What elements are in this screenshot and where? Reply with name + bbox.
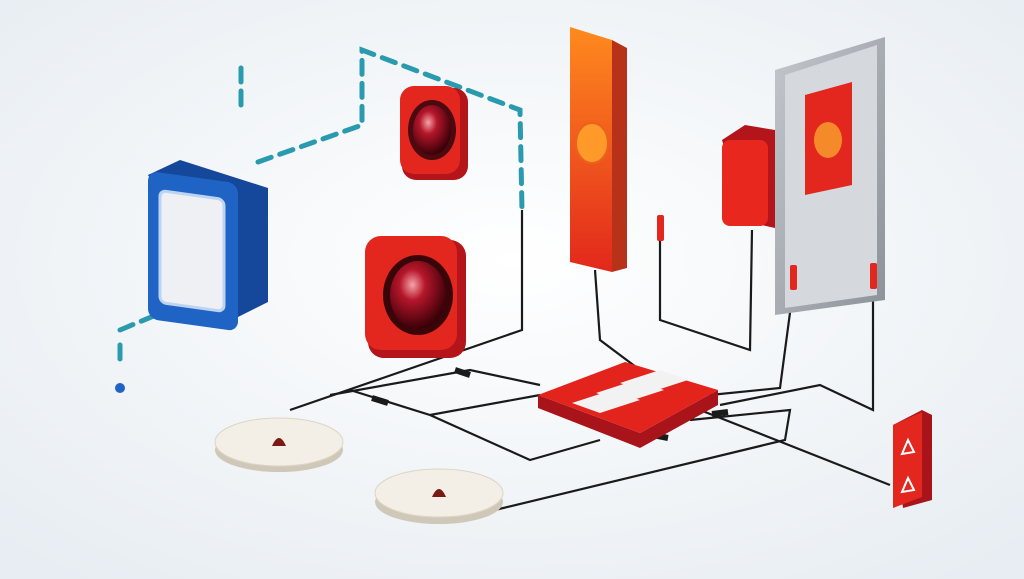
connection-dot	[115, 383, 125, 393]
smoke-detector-left	[214, 417, 344, 472]
smoke-detector-right	[374, 468, 504, 524]
grey-wall-panel	[775, 37, 885, 315]
warning-triangle-box	[893, 410, 932, 508]
blue-wall-device	[148, 160, 268, 331]
flame-icon	[272, 438, 286, 446]
flame-icon	[432, 489, 446, 497]
warning-triangle-icon	[900, 437, 916, 456]
red-alarm-beacon-top	[400, 86, 468, 180]
red-siren-box	[722, 125, 775, 228]
small-sensors	[657, 215, 877, 290]
wiring	[289, 210, 891, 512]
orange-alarm-bar	[570, 27, 627, 272]
warning-triangle-icon	[900, 475, 916, 494]
red-alarm-beacon-bottom	[365, 236, 466, 358]
control-panel	[538, 362, 718, 448]
